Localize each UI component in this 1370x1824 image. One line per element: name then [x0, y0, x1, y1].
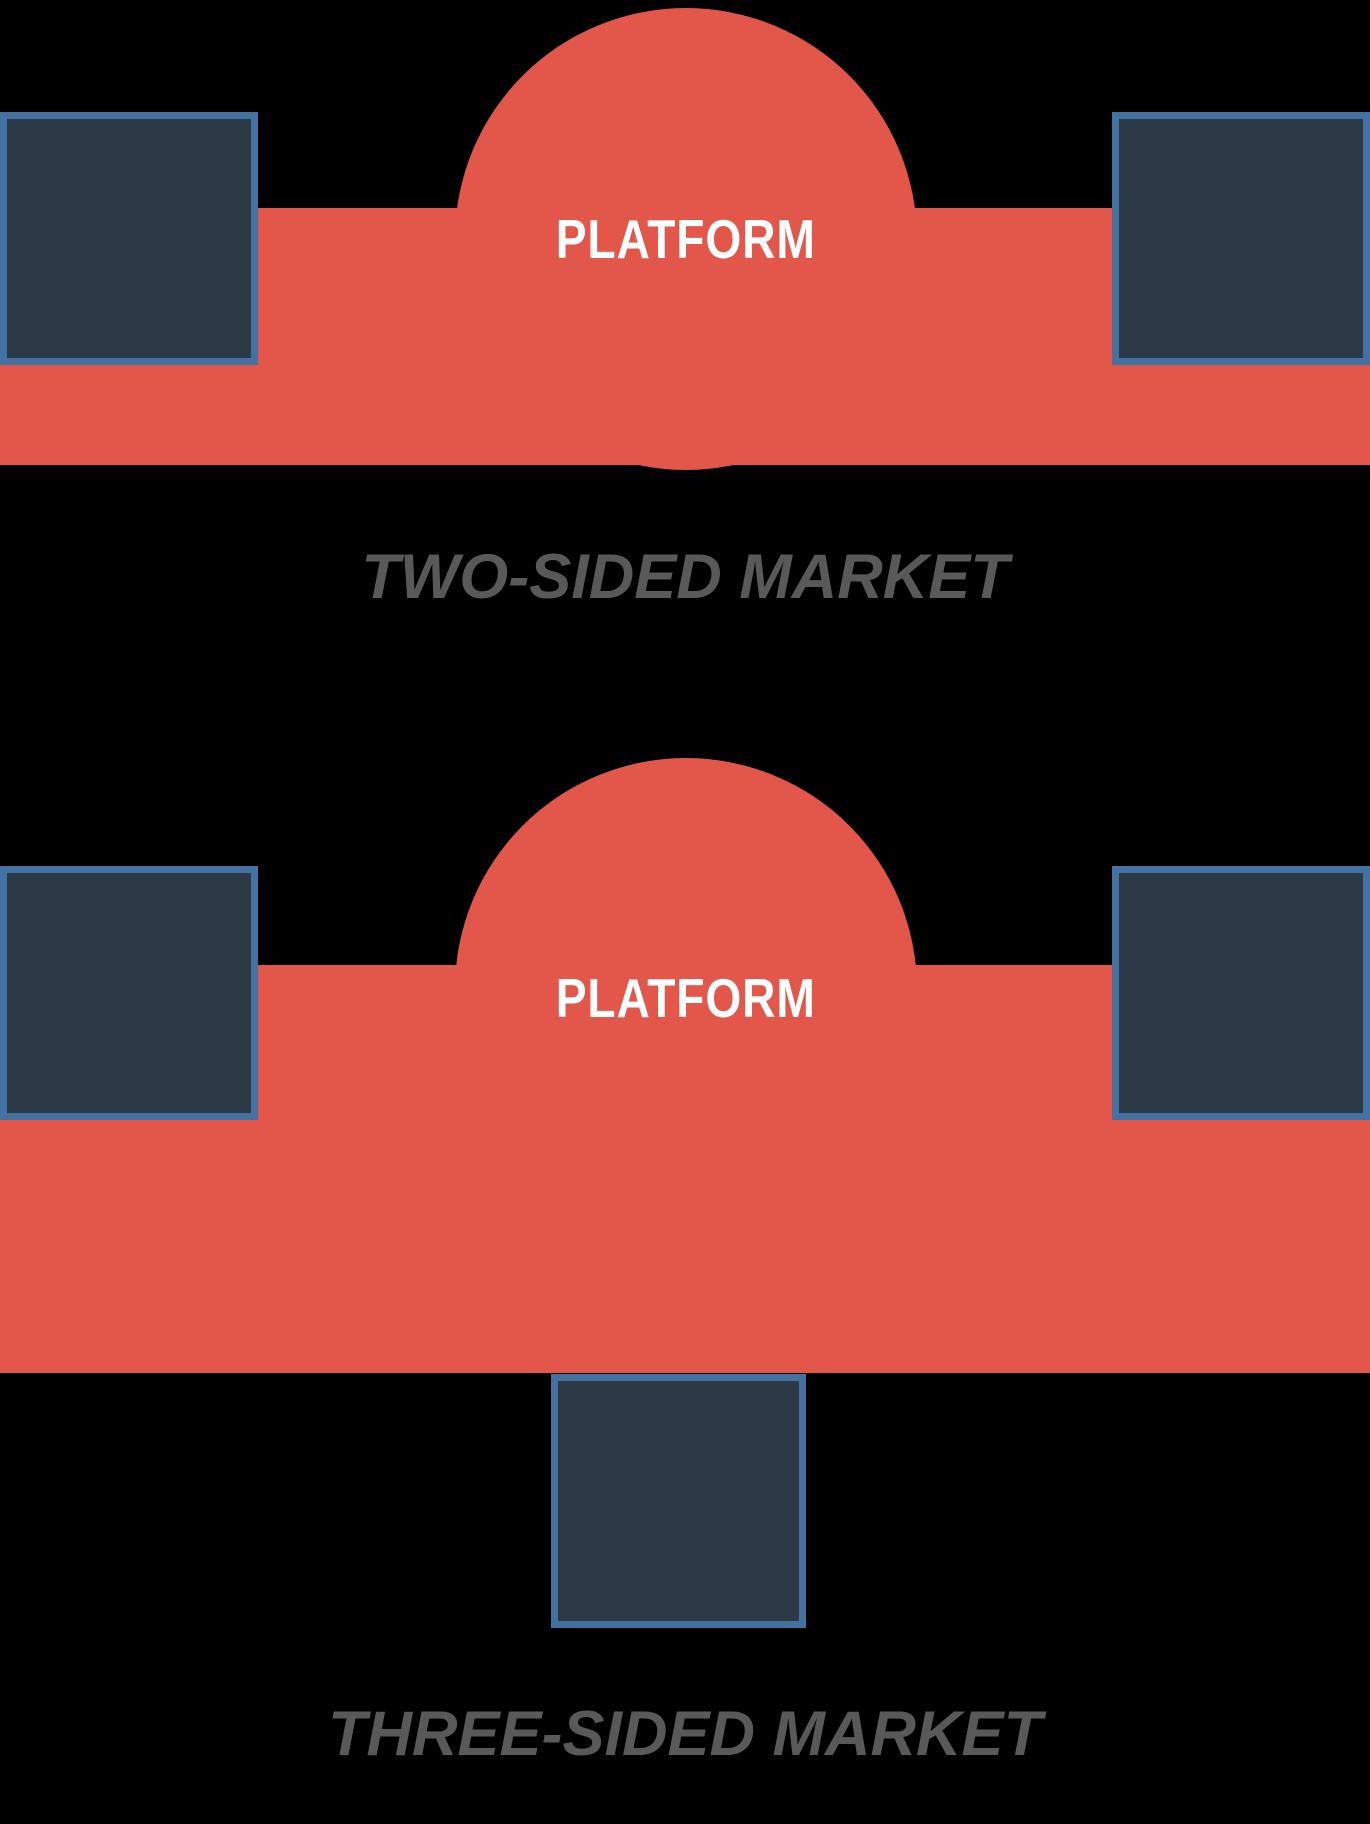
three-sided-user-group-square-left: [0, 866, 258, 1120]
two-sided-platform-circle: PLATFORM: [455, 8, 917, 470]
three-sided-user-group-square-bottom: [551, 1374, 806, 1628]
two-sided-platform-label: PLATFORM: [556, 208, 816, 270]
three-sided-platform-label: PLATFORM: [556, 967, 816, 1029]
three-sided-user-group-square-right: [1112, 866, 1370, 1120]
two-sided-user-group-square-left: [0, 112, 258, 365]
three-sided-market-caption: THREE-SIDED MARKET: [327, 1699, 1042, 1769]
two-sided-user-group-square-right: [1112, 112, 1370, 365]
three-sided-platform-circle: PLATFORM: [455, 758, 917, 1220]
two-sided-market-caption: TWO-SIDED MARKET: [361, 542, 1009, 612]
